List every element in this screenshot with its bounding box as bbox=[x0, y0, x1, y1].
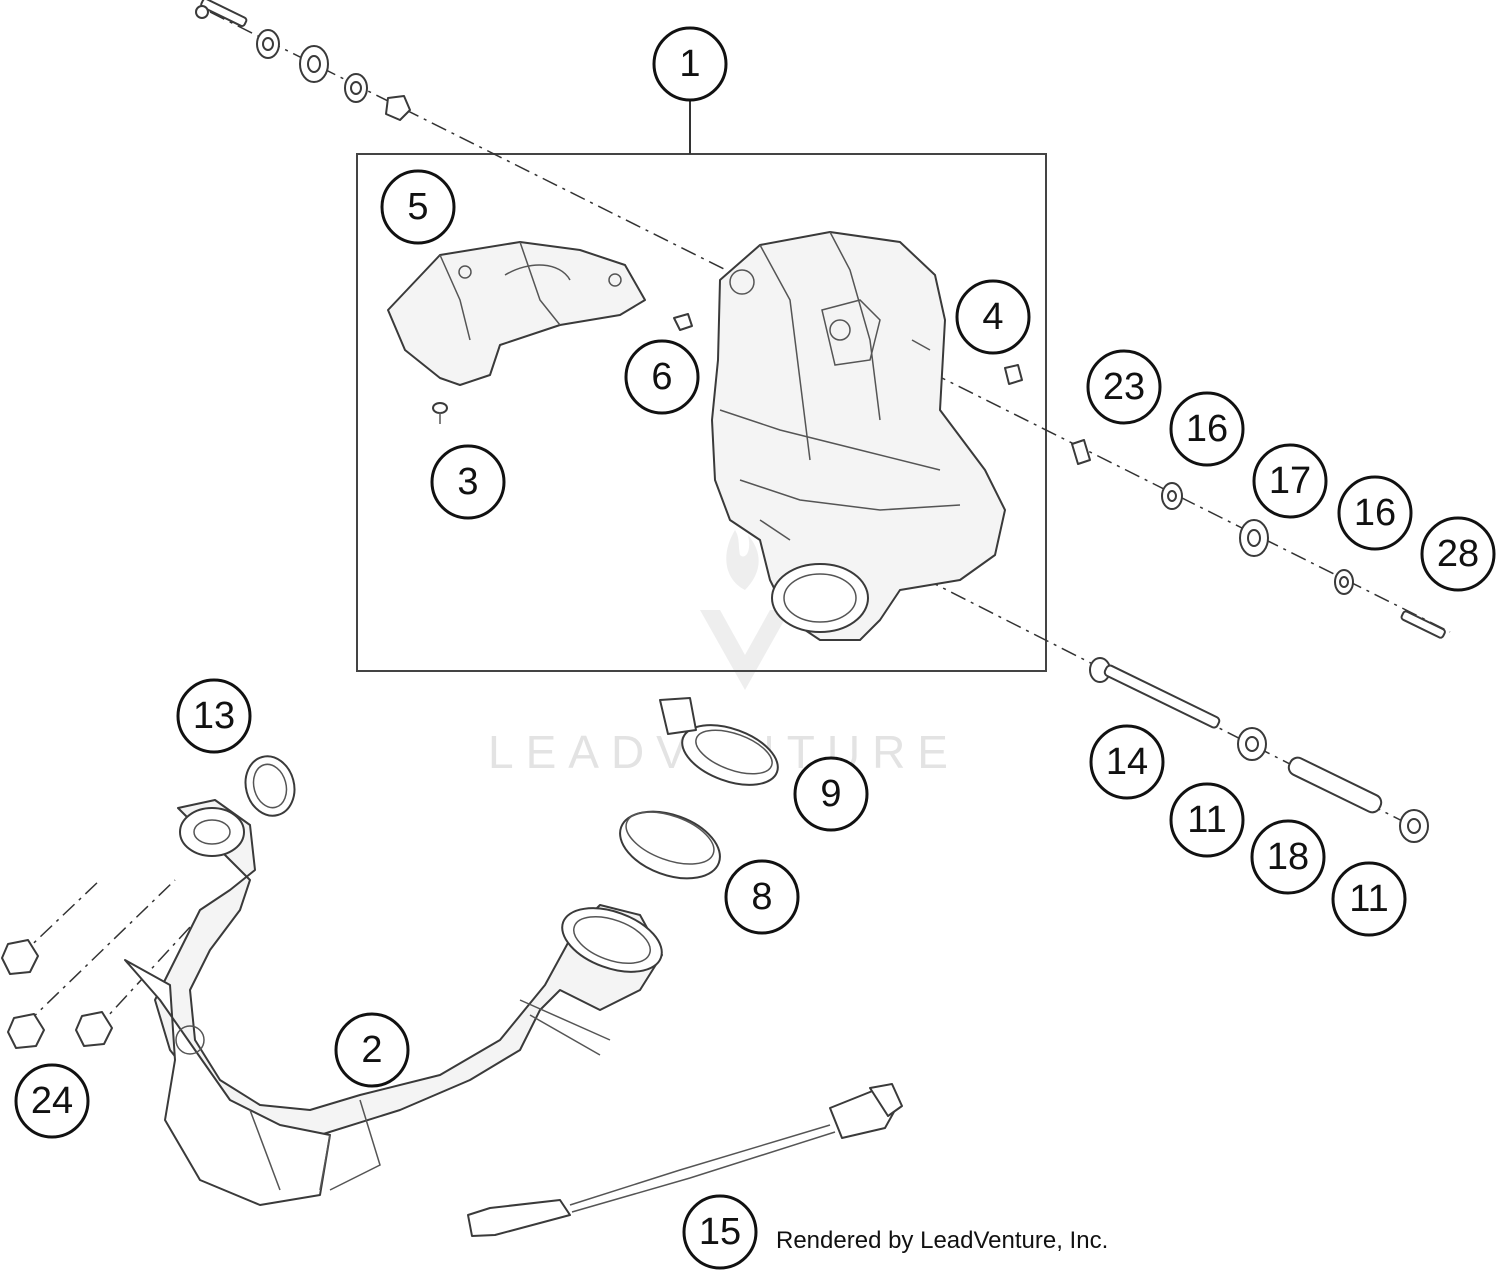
svg-text:23: 23 bbox=[1103, 366, 1145, 408]
lower-mount-stack bbox=[1089, 657, 1429, 843]
upper-bolt-stack bbox=[195, 0, 411, 121]
svg-text:6: 6 bbox=[651, 356, 672, 398]
right-mount-stack bbox=[1071, 439, 1446, 639]
oxygen-sensor bbox=[467, 1083, 903, 1237]
svg-text:2: 2 bbox=[361, 1029, 382, 1071]
watermark-logo bbox=[700, 610, 790, 690]
callout-4: 4 bbox=[955, 279, 1031, 355]
svg-text:11: 11 bbox=[1187, 799, 1226, 841]
svg-text:9: 9 bbox=[820, 773, 841, 815]
callout-11: 11 bbox=[1169, 782, 1245, 858]
gasket-13 bbox=[244, 755, 296, 817]
footer-credit: Rendered by LeadVenture, Inc. bbox=[776, 1227, 1108, 1254]
svg-text:5: 5 bbox=[407, 186, 428, 228]
callout-8: 8 bbox=[724, 859, 800, 935]
flange-nuts bbox=[1, 939, 113, 1049]
clamp-9 bbox=[659, 697, 779, 786]
callout-15: 15 bbox=[682, 1194, 758, 1270]
callout-17: 17 bbox=[1252, 443, 1328, 519]
svg-text:15: 15 bbox=[699, 1211, 741, 1253]
svg-text:4: 4 bbox=[982, 296, 1003, 338]
callout-1: 1 bbox=[652, 26, 728, 102]
screw-6 bbox=[673, 313, 693, 331]
screw-3 bbox=[432, 402, 448, 424]
callout-24: 24 bbox=[14, 1063, 90, 1139]
assembly-1-box bbox=[356, 153, 1047, 672]
callout-14: 14 bbox=[1089, 724, 1165, 800]
callout-11: 11 bbox=[1331, 861, 1407, 937]
callout-6: 6 bbox=[624, 339, 700, 415]
callout-16: 16 bbox=[1169, 391, 1245, 467]
svg-text:1: 1 bbox=[679, 43, 700, 85]
callout-28: 28 bbox=[1420, 516, 1496, 592]
callout-18: 18 bbox=[1250, 819, 1326, 895]
svg-text:14: 14 bbox=[1106, 741, 1148, 783]
svg-text:13: 13 bbox=[193, 695, 235, 737]
header-pipe bbox=[124, 799, 663, 1206]
svg-text:8: 8 bbox=[751, 876, 772, 918]
heat-shield bbox=[387, 241, 646, 386]
svg-text:18: 18 bbox=[1267, 836, 1309, 878]
callout-2: 2 bbox=[334, 1012, 410, 1088]
gasket-8 bbox=[619, 810, 721, 880]
callout-9: 9 bbox=[793, 756, 869, 832]
callout-23: 23 bbox=[1086, 349, 1162, 425]
svg-text:16: 16 bbox=[1186, 408, 1228, 450]
callout-5: 5 bbox=[380, 169, 456, 245]
callout-13: 13 bbox=[176, 678, 252, 754]
watermark-flame bbox=[726, 530, 759, 590]
callout-16: 16 bbox=[1337, 475, 1413, 551]
svg-text:28: 28 bbox=[1437, 533, 1479, 575]
callout-3: 3 bbox=[430, 444, 506, 520]
svg-text:3: 3 bbox=[457, 461, 478, 503]
axis-flange-bolt-2 bbox=[24, 879, 176, 1026]
svg-text:24: 24 bbox=[31, 1080, 73, 1122]
axis-flange-bolt-1 bbox=[17, 879, 101, 959]
svg-text:11: 11 bbox=[1349, 878, 1388, 920]
svg-text:16: 16 bbox=[1354, 492, 1396, 534]
muffler-body bbox=[711, 231, 1006, 641]
svg-text:17: 17 bbox=[1269, 460, 1311, 502]
nut-4 bbox=[1004, 364, 1023, 385]
